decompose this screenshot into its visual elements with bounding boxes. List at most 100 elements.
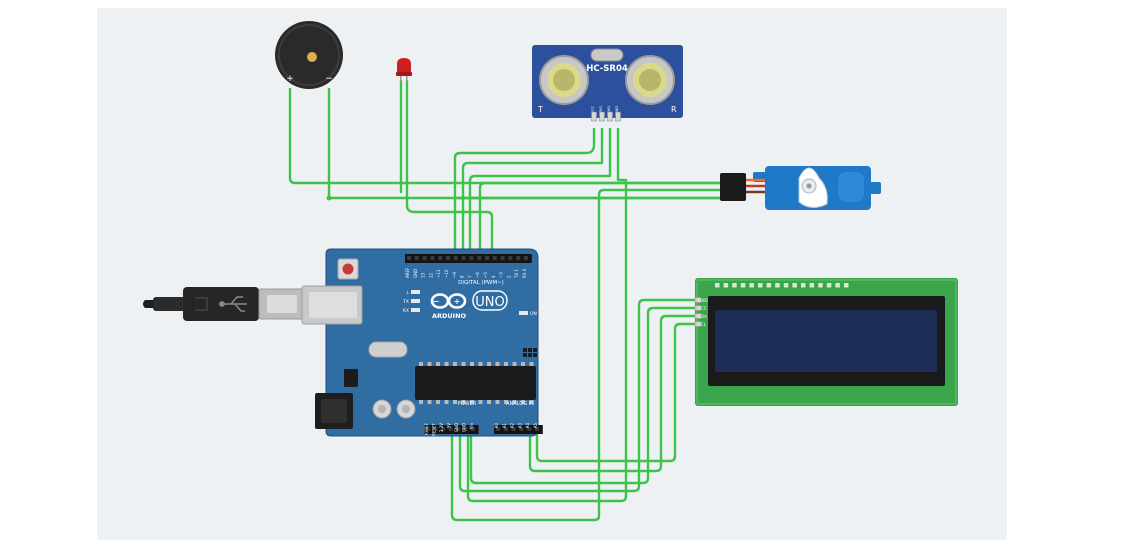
- header-pin-label: A5: [533, 423, 538, 429]
- chip-leg: [478, 400, 483, 404]
- header-pin[interactable]: [441, 427, 445, 431]
- header-pin[interactable]: [461, 256, 466, 260]
- sensor-pin[interactable]: [615, 111, 621, 122]
- header-pin[interactable]: [433, 427, 438, 431]
- wire-lcd-gnd[interactable]: [458, 298, 699, 493]
- header-pin[interactable]: [469, 256, 474, 260]
- chip-leg: [461, 400, 466, 404]
- capacitor-top: [378, 405, 386, 413]
- header-pin[interactable]: [485, 256, 489, 260]
- usb-cable[interactable]: [143, 287, 306, 321]
- header-pin[interactable]: [463, 427, 468, 431]
- header-pin[interactable]: [500, 256, 505, 260]
- status-led-label: RX: [403, 308, 409, 314]
- header-pin[interactable]: [422, 256, 427, 260]
- wire-sensor-echo[interactable]: [468, 128, 612, 258]
- header-pin[interactable]: [414, 256, 419, 260]
- lcd-top-pin: [723, 283, 729, 288]
- lcd-top-pin-row: [715, 283, 849, 288]
- chip-leg: [495, 362, 500, 366]
- header-pin-label: 2: [506, 275, 511, 278]
- header-pin[interactable]: [527, 427, 532, 431]
- header-pin[interactable]: [503, 427, 508, 431]
- wire-lcd-vcc[interactable]: [469, 306, 699, 485]
- header-pin[interactable]: [535, 427, 539, 431]
- red-led[interactable]: [396, 58, 412, 82]
- arduino-model-label: UNO: [475, 295, 504, 310]
- header-pin-label: ~6: [475, 272, 480, 278]
- chip-leg: [504, 362, 508, 366]
- chip-leg: [444, 362, 449, 366]
- servo-screw: [806, 183, 812, 189]
- analog-section-label: ANALOG IN: [506, 401, 534, 407]
- header-pin[interactable]: [430, 256, 435, 260]
- lcd-top-pin: [818, 283, 823, 288]
- micro-servo[interactable]: [720, 166, 881, 210]
- header-pin[interactable]: [426, 427, 430, 431]
- lcd-pin[interactable]: [694, 321, 702, 327]
- header-pin[interactable]: [492, 256, 497, 260]
- wire-servo-signal[interactable]: [478, 181, 721, 258]
- lcd-pin[interactable]: [694, 297, 702, 303]
- wire-lcd-scl[interactable]: [535, 322, 699, 463]
- header-pin[interactable]: [453, 256, 458, 260]
- header-pin[interactable]: [519, 427, 524, 431]
- wire-buzzer-plus[interactable]: [288, 88, 721, 185]
- chip-leg: [512, 362, 517, 366]
- sensor-crystal: [590, 48, 624, 62]
- header-pin[interactable]: [471, 427, 475, 431]
- lcd-top-pin: [801, 283, 806, 288]
- wire-sensor-trig[interactable]: [461, 128, 604, 258]
- header-pin[interactable]: [516, 256, 521, 260]
- header-pin[interactable]: [446, 256, 450, 260]
- header-pin[interactable]: [496, 427, 500, 431]
- header-pin[interactable]: [407, 256, 411, 260]
- servo-connector[interactable]: [720, 173, 746, 201]
- lcd-top-pin: [826, 283, 832, 288]
- header-pin[interactable]: [511, 427, 516, 431]
- digital-section-label: DIGITAL (PWM~): [458, 280, 504, 286]
- buzzer-rim: [278, 24, 340, 86]
- lcd-top-pin: [740, 283, 746, 288]
- lcd-pin[interactable]: [694, 313, 702, 319]
- header-pin-label: A4: [525, 423, 530, 429]
- chip-leg: [495, 400, 500, 404]
- status-led-label: L: [406, 290, 409, 296]
- sensor-pin[interactable]: [607, 111, 613, 122]
- chip-leg: [504, 400, 508, 404]
- chip-leg: [419, 362, 423, 366]
- header-pin[interactable]: [448, 427, 453, 431]
- wire-sensor-vcc[interactable]: [453, 128, 596, 258]
- lcd-pin-label: SCL: [698, 322, 707, 328]
- sensor-pin[interactable]: [591, 111, 597, 122]
- uno-badge: [472, 290, 508, 311]
- piezo-buzzer[interactable]: + −: [275, 21, 343, 89]
- header-pin[interactable]: [508, 256, 513, 260]
- sensor-pin-label: VCC: [591, 106, 595, 114]
- chip-leg: [453, 362, 457, 366]
- header-pin-label: 8: [460, 275, 465, 278]
- wire-lcd-sda[interactable]: [528, 314, 699, 473]
- header-pin[interactable]: [438, 256, 443, 260]
- chip-leg: [444, 400, 449, 404]
- lcd-board-edge: [696, 279, 957, 405]
- icsp-pin: [523, 348, 527, 352]
- wire-led-leg-2[interactable]: [405, 80, 494, 258]
- sensor-pin[interactable]: [599, 111, 605, 122]
- header-pin[interactable]: [524, 256, 528, 260]
- servo-mount-tab: [869, 182, 881, 194]
- wire-sensor-gnd[interactable]: [466, 128, 628, 503]
- header-pin[interactable]: [477, 256, 482, 260]
- header-pin[interactable]: [456, 427, 460, 431]
- wire-servo-power[interactable]: [450, 188, 721, 522]
- icsp-header: [523, 348, 537, 357]
- chip-leg: [453, 400, 457, 404]
- header-pin-label: RESET: [432, 422, 437, 435]
- on-label: ON: [530, 311, 537, 317]
- lcd-pin[interactable]: [694, 305, 702, 311]
